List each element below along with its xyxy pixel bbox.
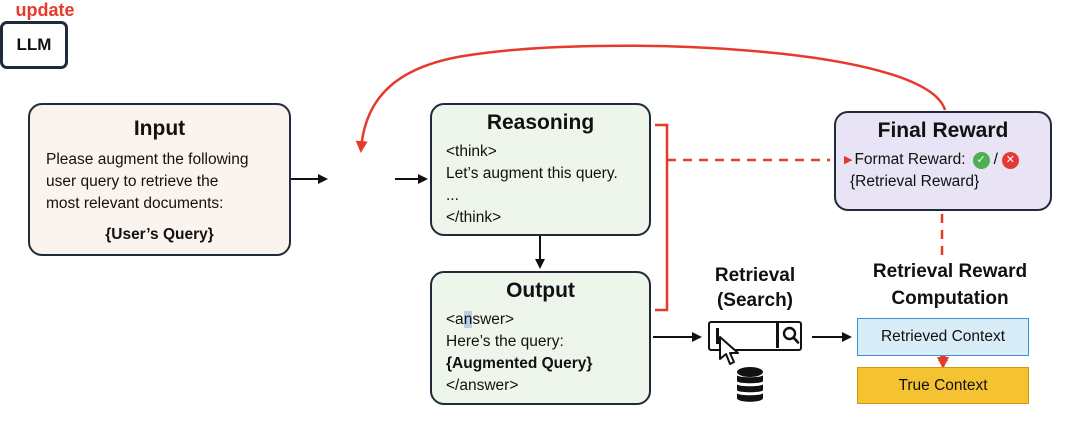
retrieval-reward-computation-label: Retrieval Reward Computation	[850, 258, 1050, 312]
final-reward-title: Final Reward	[877, 119, 1009, 142]
input-line: user query to retrieve the	[46, 173, 219, 190]
rrc-label-line1: Retrieval Reward	[872, 261, 1028, 282]
llm-box: LLM	[0, 21, 68, 69]
text-cursor-highlight: n	[463, 311, 473, 328]
retrieval-label-line1: Retrieval	[714, 265, 796, 286]
reasoning-line: </think>	[446, 209, 502, 226]
output-augmented-query: {Augmented Query}	[446, 355, 593, 372]
update-label: update	[15, 0, 75, 20]
database-icon	[737, 367, 763, 402]
output-line: </answer>	[446, 377, 519, 394]
format-separator: /	[993, 151, 998, 168]
check-circle-icon: ✓	[972, 151, 990, 169]
input-line: Please augment the following	[46, 151, 249, 168]
update-arrow	[355, 44, 947, 153]
input-line: most relevant documents:	[46, 195, 224, 212]
retrieval-reward-text: {Retrieval Reward}	[850, 173, 980, 190]
reasoning-line: Let’s augment this query.	[446, 165, 618, 182]
reasoning-title: Reasoning	[486, 111, 595, 134]
output-answer-open: <answer>	[432, 309, 649, 331]
text-cursor-icon	[716, 328, 719, 344]
x-circle-icon: ✕	[1001, 151, 1019, 169]
input-user-query: {User’s Query}	[105, 226, 214, 243]
input-box: Input Please augment the following user …	[28, 103, 291, 256]
mouse-pointer-icon	[719, 336, 739, 365]
search-icon	[782, 326, 800, 344]
true-context-box: True Context	[857, 367, 1029, 404]
input-title: Input	[133, 117, 186, 140]
rrc-label-line2: Computation	[891, 288, 1009, 309]
answer-tag-end: swer>	[472, 311, 515, 328]
retrieval-label-line2: (Search)	[716, 290, 794, 311]
reasoning-box: Reasoning <think> Let’s augment this que…	[430, 103, 651, 236]
answer-tag-start: <a	[446, 311, 464, 328]
output-title: Output	[506, 279, 575, 302]
format-reward-label: Format Reward:	[854, 151, 966, 168]
output-box: Output <answer> Here’s the query: {Augme…	[430, 271, 651, 405]
output-line: Here’s the query:	[446, 333, 564, 350]
pointer-triangle-icon: ▶	[844, 154, 853, 166]
final-reward-box: Final Reward ▶ Format Reward: ✓ / ✕ {Ret…	[834, 111, 1052, 211]
retrieval-label: Retrieval (Search)	[693, 263, 817, 313]
search-divider	[776, 323, 779, 348]
retrieved-context-box: Retrieved Context	[857, 318, 1029, 356]
format-bracket	[655, 123, 669, 312]
format-reward-row: ▶ Format Reward: ✓ / ✕	[844, 149, 1050, 171]
reasoning-line: ...	[446, 187, 459, 204]
reasoning-line: <think>	[446, 143, 497, 160]
